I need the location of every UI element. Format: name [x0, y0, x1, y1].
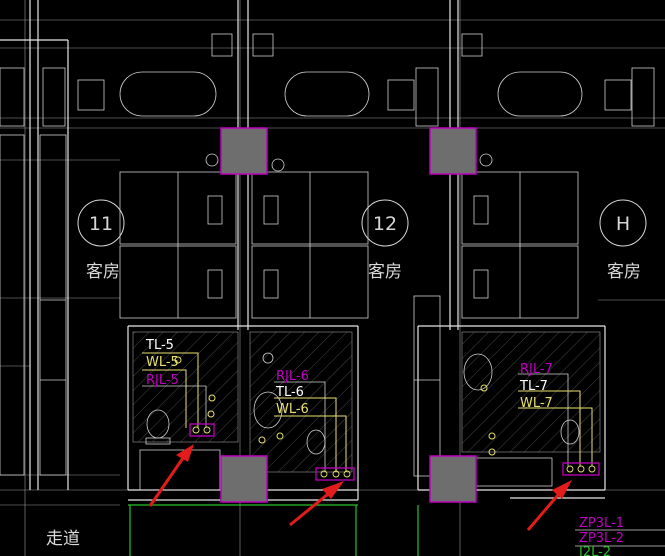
axis-bubble-h: H — [599, 199, 647, 247]
highlight-arrows — [148, 444, 572, 531]
riser-label-wl: WL-6 — [276, 402, 309, 417]
corner-label-zp3l-2: ZP3L-2 — [579, 531, 624, 546]
riser-label-tl: TL-6 — [275, 385, 304, 400]
corner-label-zp3l-1: ZP3L-1 — [579, 516, 624, 531]
riser-label-rjl: RJL-7 — [520, 362, 553, 377]
axis-label: 12 — [373, 213, 397, 235]
arrow-2 — [289, 481, 344, 527]
room-label-guest-room-1: 客房 — [86, 262, 120, 282]
axis-label: 11 — [89, 213, 113, 235]
riser-label-wl: WL-7 — [520, 396, 553, 411]
riser-group-3: RJL-7 TL-7 WL-7 — [480, 362, 600, 476]
axis-label: H — [616, 213, 630, 235]
closets — [0, 134, 441, 477]
riser-label-wl: WL-5 — [146, 355, 179, 370]
green-water-lines — [128, 504, 419, 556]
riser-label-rjl: RJL-6 — [276, 369, 309, 384]
furniture-top — [0, 33, 655, 127]
riser-label-rjl: RJL-5 — [146, 373, 179, 388]
riser-label-tl: TL-5 — [145, 338, 174, 353]
riser-group-2: RJL-6 TL-6 WL-6 — [258, 369, 355, 481]
arrow-1 — [148, 444, 194, 507]
beds — [119, 171, 579, 319]
room-label-guest-room-3: 客房 — [607, 262, 641, 282]
axis-bubble-11: 11 — [77, 199, 125, 247]
room-label-guest-room-2: 客房 — [368, 262, 402, 282]
corner-label-j2l-2: J2L-2 — [578, 545, 611, 556]
structural-columns — [220, 127, 477, 503]
corner-labels: ZP3L-1 ZP3L-2 J2L-2 — [575, 516, 665, 556]
room-label-corridor: 走道 — [46, 529, 80, 549]
riser-group-1: TL-5 WL-5 RJL-5 — [142, 338, 216, 437]
sanitary-fixtures — [139, 153, 580, 491]
axis-bubble-12: 12 — [361, 199, 409, 247]
arrow-3 — [526, 480, 572, 531]
riser-label-tl: TL-7 — [519, 379, 548, 394]
